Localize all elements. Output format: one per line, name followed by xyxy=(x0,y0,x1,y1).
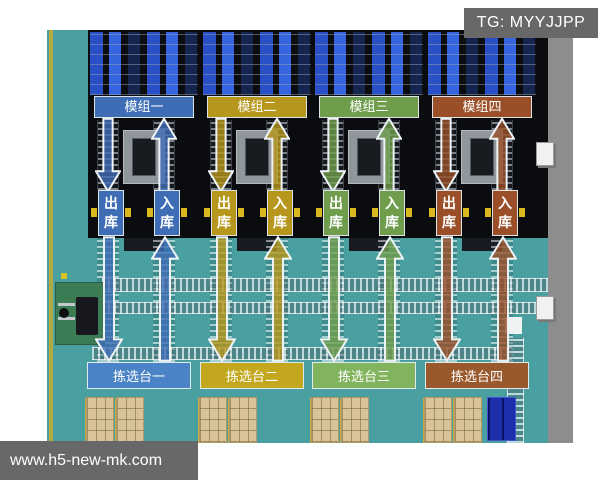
inbound-arrow-icon xyxy=(151,236,179,362)
pallet xyxy=(424,397,452,443)
outbound-arrow-icon xyxy=(433,118,459,192)
pallet xyxy=(311,397,339,443)
inbound-arrow-icon xyxy=(151,118,177,192)
inbound-arrow-icon xyxy=(376,236,404,362)
storage-rack xyxy=(203,32,311,95)
module-label: 模组四 xyxy=(432,96,532,118)
floor-equipment xyxy=(505,317,522,334)
forklift-wheel xyxy=(59,308,69,318)
inbound-arrow-icon xyxy=(264,118,290,192)
pallet xyxy=(199,397,227,443)
module-column: 模组四 出库 入库 拣选台四 xyxy=(424,30,536,443)
floor-boundary-line xyxy=(49,30,53,443)
outbound-arrow-icon xyxy=(95,118,121,192)
inbound-label: 入库 xyxy=(485,190,525,236)
outbound-label: 出库 xyxy=(316,190,356,236)
picking-station-label: 拣选台一 xyxy=(87,362,191,389)
module-label: 模组三 xyxy=(319,96,419,118)
picking-station-label: 拣选台四 xyxy=(425,362,529,389)
picking-station-label: 拣选台三 xyxy=(312,362,416,389)
pallet xyxy=(229,397,257,443)
storage-rack xyxy=(315,32,423,95)
picking-station-label: 拣选台二 xyxy=(200,362,304,389)
outbound-label: 出库 xyxy=(91,190,131,236)
inbound-arrow-icon xyxy=(489,236,517,362)
wall-door xyxy=(536,296,554,320)
outbound-arrow-icon xyxy=(433,236,461,362)
storage-rack xyxy=(90,32,198,95)
inbound-arrow-icon xyxy=(376,118,402,192)
outbound-arrow-icon xyxy=(208,118,234,192)
forklift-fork xyxy=(58,317,75,320)
right-wall xyxy=(548,30,573,443)
outbound-label: 出库 xyxy=(429,190,469,236)
outbound-arrow-icon xyxy=(320,236,348,362)
pallet xyxy=(454,397,482,443)
inbound-arrow-icon xyxy=(264,236,292,362)
wall-door xyxy=(536,142,554,166)
inbound-label: 入库 xyxy=(147,190,187,236)
outbound-arrow-icon xyxy=(320,118,346,192)
blue-pallet xyxy=(487,397,516,441)
outbound-label: 出库 xyxy=(204,190,244,236)
floor-marking xyxy=(61,273,67,279)
inbound-label: 入库 xyxy=(372,190,412,236)
module-column: 模组三 出库 入库 拣选台三 xyxy=(311,30,423,443)
forklift-icon xyxy=(76,297,98,335)
outbound-arrow-icon xyxy=(208,236,236,362)
outbound-arrow-icon xyxy=(95,236,123,362)
pallet xyxy=(86,397,114,443)
horizontal-conveyor xyxy=(102,278,548,292)
storage-rack xyxy=(428,32,536,95)
inbound-arrow-icon xyxy=(489,118,515,192)
module-column: 模组二 出库 入库 拣选台二 xyxy=(199,30,311,443)
horizontal-conveyor xyxy=(92,347,512,360)
warehouse-scene: 模组一 出库 入库 拣选台一 模组二 出库 入库 拣选台二 xyxy=(47,30,573,443)
forklift-fork xyxy=(58,303,75,306)
inbound-label: 入库 xyxy=(260,190,300,236)
pallet xyxy=(341,397,369,443)
module-label: 模组二 xyxy=(207,96,307,118)
module-column: 模组一 出库 入库 拣选台一 xyxy=(86,30,198,443)
watermark-badge: TG: MYYJJPP xyxy=(464,8,598,38)
website-url-bar: www.h5-new-mk.com xyxy=(0,441,198,480)
module-label: 模组一 xyxy=(94,96,194,118)
horizontal-conveyor xyxy=(102,302,548,314)
pallet xyxy=(116,397,144,443)
